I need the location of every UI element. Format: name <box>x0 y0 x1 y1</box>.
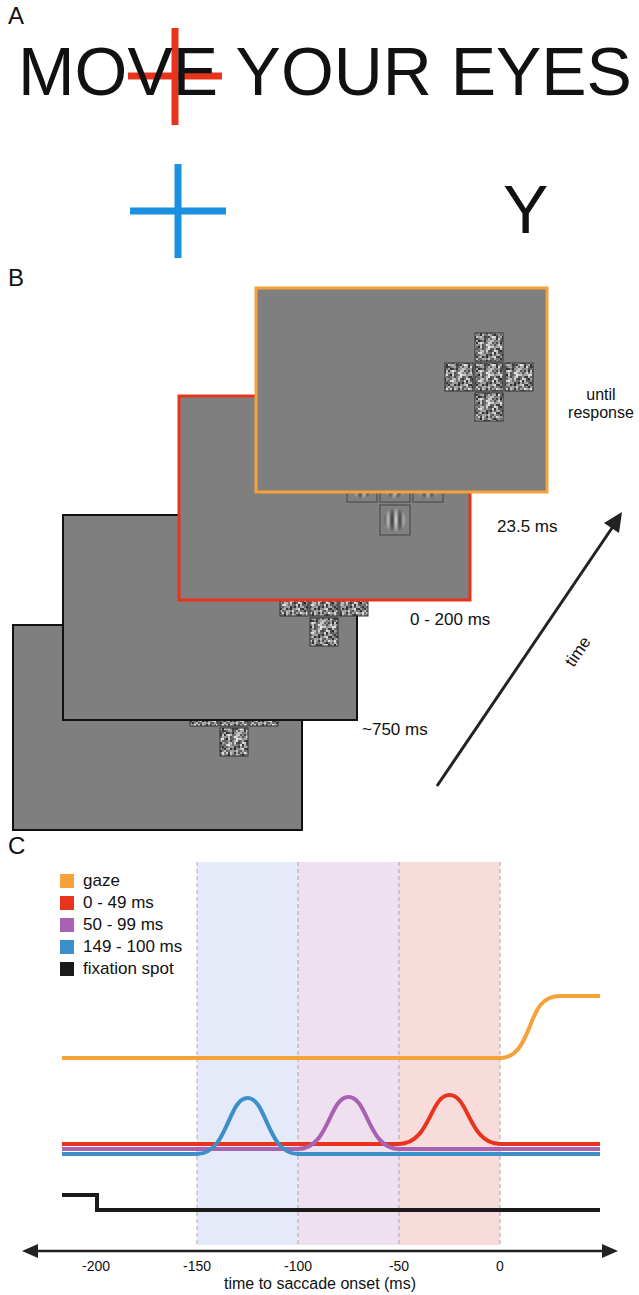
time-arrow <box>437 512 622 786</box>
time-axis <box>22 1244 618 1258</box>
tick-label: -100 <box>284 1258 312 1274</box>
screen-4 <box>256 288 547 492</box>
legend-text: gaze <box>83 871 120 891</box>
legend-swatch <box>60 918 74 932</box>
gaze-trace <box>62 996 600 1058</box>
legend-text: 50 - 99 ms <box>83 915 163 935</box>
tick-label: 0 <box>496 1258 504 1274</box>
fixation-trace <box>62 1195 600 1210</box>
blue-cross <box>130 164 226 258</box>
tick-label: -200 <box>82 1258 110 1274</box>
panel-letter: A <box>8 2 24 30</box>
axis-title: time to saccade onset (ms) <box>224 1275 416 1293</box>
trace-50-99 <box>62 1097 600 1149</box>
duration-label: ~750 ms <box>362 720 428 740</box>
legend-text: 149 - 100 ms <box>83 937 182 957</box>
legend: gaze0 - 49 ms50 - 99 ms149 - 100 msfixat… <box>60 870 182 980</box>
duration-label: until response <box>567 386 635 423</box>
instruction-text: MOVE YOUR EYES <box>18 33 632 111</box>
tick-label: -150 <box>183 1258 211 1274</box>
target-letter: Y <box>503 170 548 248</box>
trace-149-100 <box>62 1098 600 1154</box>
legend-row: 149 - 100 ms <box>60 936 182 958</box>
legend-text: 0 - 49 ms <box>83 893 154 913</box>
band-red <box>399 862 500 1245</box>
legend-row: 50 - 99 ms <box>60 914 182 936</box>
band-purple <box>298 862 399 1245</box>
panel-letter: B <box>8 264 24 292</box>
legend-row: 0 - 49 ms <box>60 892 182 914</box>
noise-patches <box>445 333 533 421</box>
legend-row: fixation spot <box>60 958 182 980</box>
tick-label: -50 <box>389 1258 409 1274</box>
legend-swatch <box>60 940 74 954</box>
band-blue <box>197 862 298 1245</box>
duration-label: 0 - 200 ms <box>410 610 490 630</box>
legend-swatch <box>60 896 74 910</box>
legend-swatch <box>60 962 74 976</box>
legend-text: fixation spot <box>83 959 174 979</box>
time-label: time <box>561 633 595 671</box>
dashed-lines <box>197 862 500 1245</box>
panel-letter: C <box>8 832 25 860</box>
duration-label: 23.5 ms <box>497 517 557 537</box>
legend-row: gaze <box>60 870 182 892</box>
legend-swatch <box>60 874 74 888</box>
